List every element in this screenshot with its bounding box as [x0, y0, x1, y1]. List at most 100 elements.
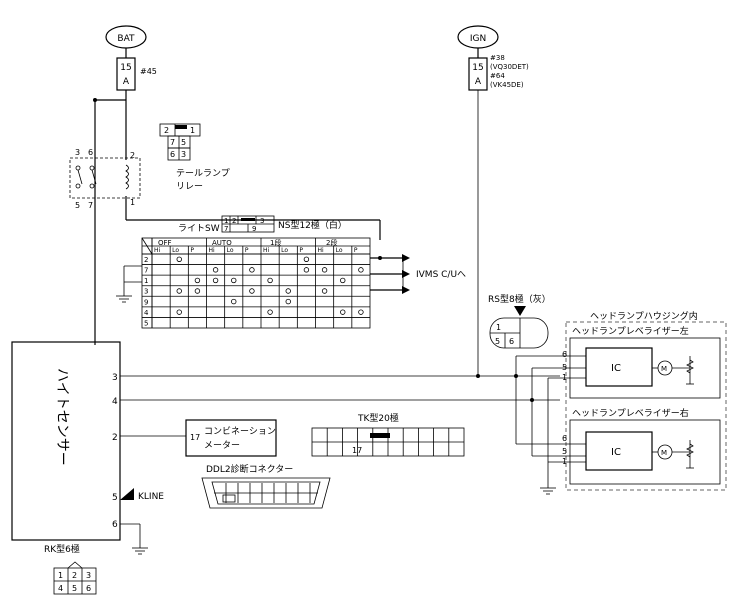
- switch-contact: [194, 288, 201, 294]
- switch-contact: [176, 288, 182, 294]
- switch-row-label: 9: [144, 298, 148, 306]
- fuse-ign: 15 A #38 (VQ30DET) #64 (VK45DE): [468, 54, 529, 91]
- height-sensor: ハイトセンサー 3 4 2 5 6: [11, 341, 121, 541]
- svg-text:6: 6: [562, 434, 567, 443]
- fuse-bat: 15 A #45: [116, 57, 157, 91]
- svg-text:1: 1: [190, 126, 195, 135]
- svg-text:OFF: OFF: [158, 239, 172, 247]
- svg-text:1: 1: [58, 571, 63, 580]
- svg-text:1: 1: [130, 198, 135, 207]
- svg-text:6: 6: [562, 350, 567, 359]
- switch-row-label: 1: [144, 277, 148, 285]
- svg-text:テールランプ: テールランプ: [176, 168, 230, 179]
- switch-contact: [176, 309, 182, 315]
- svg-text:4: 4: [58, 584, 63, 593]
- svg-text:5: 5: [495, 337, 500, 346]
- svg-text:9: 9: [252, 225, 256, 233]
- rs-connector-title: RS型8極（灰）: [488, 293, 551, 305]
- light-switch-title: ライトSW: [178, 223, 220, 234]
- switch-contact: [285, 298, 291, 305]
- tk-connector: TK型20極 17: [311, 412, 465, 457]
- tk-connector-title: TK型20極: [357, 412, 399, 424]
- svg-text:6: 6: [86, 584, 91, 593]
- svg-text:5: 5: [112, 493, 118, 503]
- ivms-label: IVMS C/Uへ: [416, 270, 466, 280]
- svg-text:5: 5: [562, 447, 567, 456]
- kline-label: KLINE: [138, 492, 164, 502]
- switch-contact: [249, 288, 255, 294]
- switch-contact: [321, 288, 328, 294]
- leveler-right-title: ヘッドランプレベライザー右: [572, 407, 689, 419]
- switch-contact: [267, 277, 273, 284]
- svg-text:1: 1: [224, 217, 228, 225]
- switch-contact: [303, 267, 310, 273]
- switch-row-label: 7: [144, 267, 148, 275]
- svg-text:5: 5: [72, 584, 77, 593]
- switch-sub-header: Lo: [172, 247, 179, 254]
- switch-contact: [249, 267, 255, 273]
- ddl2-title: DDL2診断コネクター: [206, 463, 293, 475]
- svg-text:2: 2: [232, 217, 236, 225]
- svg-text:7: 7: [170, 138, 175, 147]
- height-sensor-title: ハイトセンサー: [54, 368, 70, 466]
- tail-lamp-relay: 3 6 5 7 2 1: [69, 148, 141, 210]
- switch-row-label: 4: [144, 309, 149, 317]
- leveler-left: ヘッドランプレベライザー左 IC M 6 5 1: [562, 324, 721, 399]
- svg-text:3: 3: [112, 373, 118, 383]
- svg-text:4: 4: [112, 397, 118, 407]
- svg-text:1: 1: [562, 373, 567, 382]
- switch-row-label: 3: [144, 288, 148, 296]
- relay-connector: 2 1 7 5 6 3: [159, 123, 201, 161]
- svg-text:2: 2: [112, 433, 118, 443]
- svg-text:1: 1: [496, 323, 501, 332]
- switch-sub-header: Hi: [209, 247, 216, 254]
- switch-sub-header: Lo: [336, 247, 343, 254]
- svg-text:ライトSW: ライトSW: [178, 223, 220, 234]
- combination-meter: 17 コンビネーション メーター: [185, 419, 277, 457]
- switch-sub-header: Hi: [263, 247, 270, 254]
- svg-text:コンビネーション: コンビネーション: [204, 426, 276, 437]
- switch-sub-header: Lo: [281, 247, 288, 254]
- svg-text:A: A: [123, 77, 130, 87]
- svg-text:3: 3: [75, 148, 80, 157]
- svg-text:AUTO: AUTO: [212, 239, 232, 247]
- switch-contact: [321, 267, 328, 273]
- housing-title: ヘッドランプハウジング内: [590, 310, 698, 322]
- ign-label: IGN: [470, 34, 486, 44]
- kline: KLINE: [120, 488, 164, 502]
- switch-sub-header: P: [190, 247, 194, 254]
- switch-sub-header: Hi: [154, 247, 161, 254]
- switch-contact: [340, 277, 346, 284]
- svg-text:3: 3: [181, 150, 186, 159]
- svg-text:5: 5: [562, 363, 567, 372]
- switch-contact: [231, 298, 237, 305]
- svg-text:2: 2: [130, 151, 135, 160]
- switch-sub-header: Lo: [227, 247, 234, 254]
- rs-connector: RS型8極（灰） 1 5 6: [488, 293, 551, 349]
- svg-text:#38: #38: [490, 54, 505, 62]
- svg-text:3: 3: [86, 571, 91, 580]
- bat-label: BAT: [117, 34, 135, 44]
- svg-text:15: 15: [120, 63, 131, 73]
- svg-text:2段: 2段: [326, 238, 337, 247]
- switch-sub-header: P: [299, 247, 303, 254]
- svg-text:2: 2: [72, 571, 77, 580]
- svg-text:#64: #64: [490, 72, 505, 80]
- svg-text:17: 17: [352, 446, 362, 455]
- switch-contact: [340, 309, 346, 315]
- svg-text:IC: IC: [611, 363, 621, 374]
- svg-text:(VQ30DET): (VQ30DET): [490, 63, 529, 71]
- bat-power-source: BAT: [105, 25, 147, 49]
- svg-text:17: 17: [190, 433, 200, 442]
- headlamp-housing: ヘッドランプハウジング内: [565, 310, 727, 491]
- switch-sub-header: P: [354, 247, 358, 254]
- svg-text:3: 3: [260, 217, 264, 225]
- ddl2-connector: DDL2診断コネクター: [201, 463, 331, 509]
- svg-text:リレー: リレー: [176, 182, 203, 192]
- svg-text:M: M: [661, 449, 667, 457]
- svg-text:1段: 1段: [270, 238, 281, 247]
- ivms-outputs: IVMS C/Uへ: [370, 254, 466, 294]
- switch-contact: [267, 309, 273, 315]
- svg-text:5: 5: [181, 138, 186, 147]
- ns-connector-title: NS型12極（白）: [278, 219, 347, 231]
